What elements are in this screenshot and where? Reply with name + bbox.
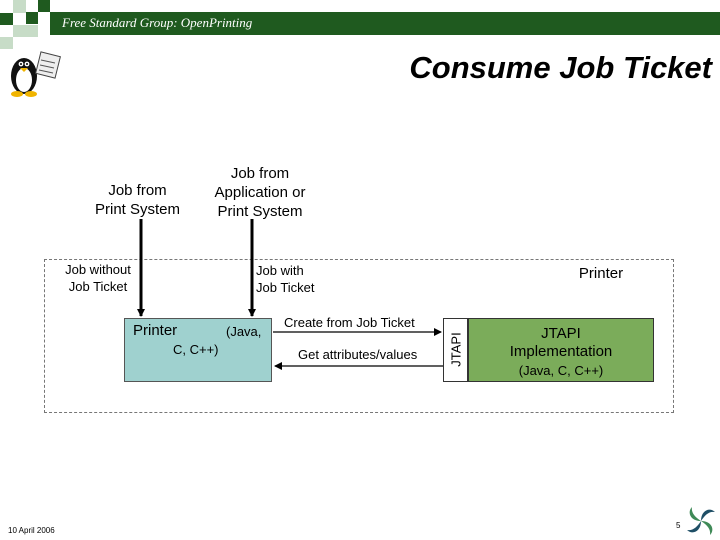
page-number: 5 xyxy=(676,521,681,530)
jtapi-implementation-name: JTAPI Implementation xyxy=(509,325,613,360)
tux-penguin-logo xyxy=(11,51,61,97)
printer-client-name: Printer xyxy=(133,322,178,339)
header-square xyxy=(0,0,13,13)
header-square xyxy=(0,37,13,49)
jtapi-implementation-lang: (Java, C, C++) xyxy=(518,363,604,378)
printer-region xyxy=(44,259,674,413)
label-job-from-application: Job from Application or Print System xyxy=(214,165,306,220)
header-square xyxy=(13,0,26,13)
slide-title: Consume Job Ticket xyxy=(409,50,712,85)
header-text: Free Standard Group: OpenPrinting xyxy=(62,15,253,30)
printer-region-label: Printer xyxy=(578,265,624,282)
jtapi-strip: JTAPI xyxy=(443,318,468,382)
header-bar xyxy=(50,12,720,35)
header-square xyxy=(26,12,38,24)
swirl-logo-icon xyxy=(687,507,715,535)
jtapi-implementation-box: JTAPI Implementation (Java, C, C++) xyxy=(468,318,654,382)
label-get-attributes: Get attributes/values xyxy=(298,347,418,362)
printer-client-box: Printer (Java, C, C++) xyxy=(124,318,272,382)
header-square xyxy=(0,13,13,25)
printer-client-lang-1: (Java, xyxy=(226,324,262,339)
label-job-without-ticket: Job without Job Ticket xyxy=(65,262,131,294)
header-square xyxy=(26,25,38,37)
header-square xyxy=(38,0,50,12)
printer-client-lang-2: C, C++) xyxy=(173,342,219,357)
header-square xyxy=(26,0,38,12)
footer-date: 10 April 2006 xyxy=(8,526,55,535)
label-job-from-print-system: Job from Print System xyxy=(94,182,181,218)
label-create-from-ticket: Create from Job Ticket xyxy=(284,315,415,330)
jtapi-strip-label: JTAPI xyxy=(448,332,464,367)
label-job-with-ticket: Job with Job Ticket xyxy=(256,263,315,295)
header-square xyxy=(13,25,26,37)
